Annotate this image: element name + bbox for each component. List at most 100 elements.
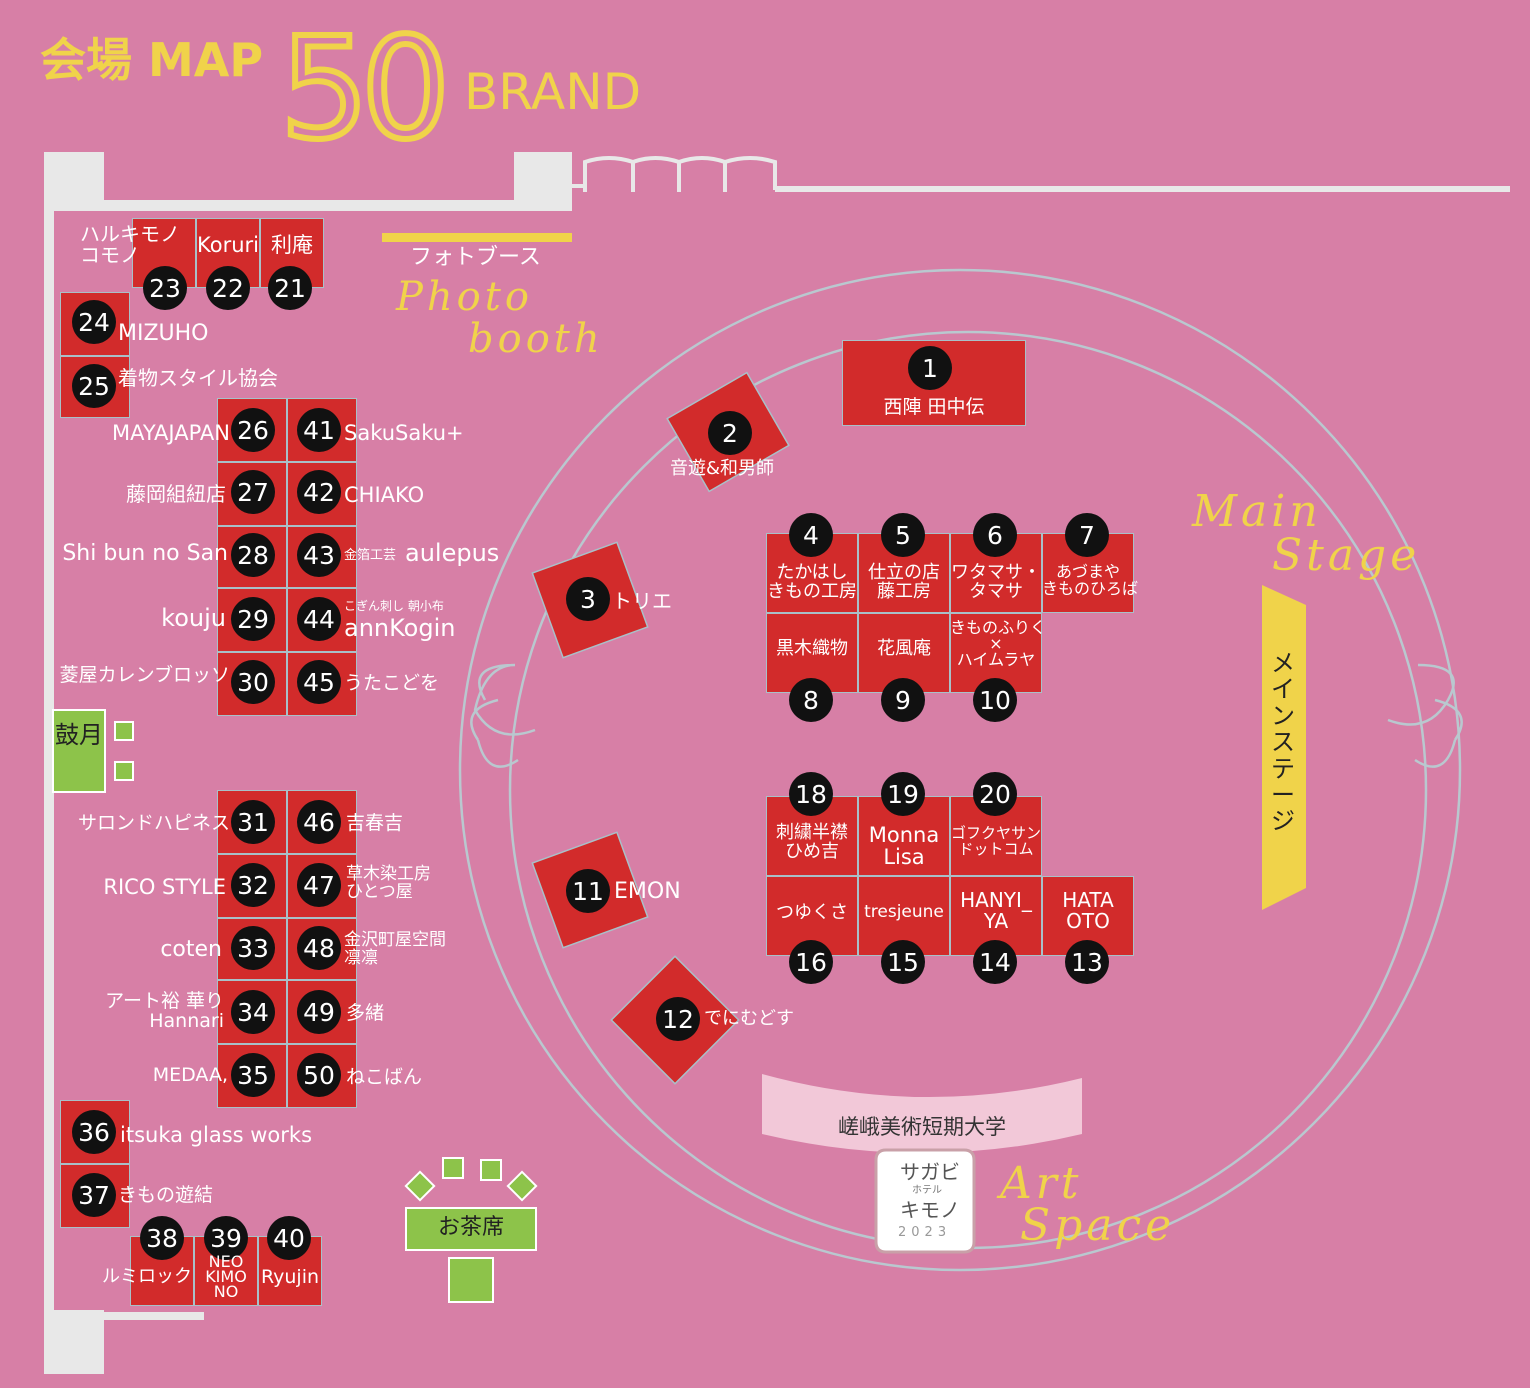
booth-5-name: 仕立の店 藤工房 xyxy=(868,562,940,602)
booth-25-name: 着物スタイル協会 xyxy=(118,366,278,390)
booth-34-number: 34 xyxy=(231,990,275,1034)
booth-4-number: 4 xyxy=(789,513,833,557)
booth-37-number: 37 xyxy=(72,1173,116,1217)
booth-21-name: 利庵 xyxy=(271,233,313,257)
main-stage-label: メインステージ xyxy=(1271,649,1295,836)
booth-40-number: 40 xyxy=(267,1216,311,1260)
booth-28-name: Shi bun no San xyxy=(62,541,228,566)
booth-49-name: 多緒 xyxy=(346,1002,385,1024)
booth-35-number: 35 xyxy=(231,1053,275,1097)
booth-20-number: 20 xyxy=(973,772,1017,816)
booth-44-number: 44 xyxy=(297,597,341,641)
booth-20-name: ゴフクヤサン ドットコム xyxy=(950,824,1041,858)
booth-1-number: 1 xyxy=(908,346,952,390)
booth-23-number: 23 xyxy=(143,266,187,310)
booth-10-name: きものふりく × ハイムラヤ xyxy=(950,618,1047,669)
booth-13-name: HATA OTO xyxy=(1062,888,1114,933)
booth-38-name: ルミロック xyxy=(102,1266,192,1287)
booth-9-number: 9 xyxy=(881,678,925,722)
main-stage xyxy=(1262,585,1306,910)
booth-31-number: 31 xyxy=(231,800,275,844)
booth-34-name: アート裕 華り Hannari xyxy=(105,990,224,1032)
booth-32-name: RICO STYLE xyxy=(103,875,226,899)
booth-38-number: 38 xyxy=(140,1216,184,1260)
event-logo xyxy=(874,1148,976,1254)
booth-31-name: サロンドハピネス xyxy=(77,812,230,834)
booth-24-number: 24 xyxy=(72,300,116,344)
booth-45-name: うたこどを xyxy=(344,672,440,694)
booth-12-name: でにむどす xyxy=(704,1008,794,1029)
booth-30-name: 菱屋カレンブロッソ xyxy=(59,664,230,686)
booth-11-number: 11 xyxy=(566,869,610,913)
booth-44-name: annKogin xyxy=(344,614,456,642)
booth-50-name: ねこばん xyxy=(346,1066,423,1088)
walls xyxy=(44,152,1510,1374)
booth-16-number: 16 xyxy=(789,940,833,984)
photo-booth-script-1: Photo xyxy=(396,274,533,320)
booth-36-number: 36 xyxy=(72,1110,116,1154)
booth-41-number: 41 xyxy=(297,408,341,452)
booth-33-name: coten xyxy=(160,937,222,962)
college-band xyxy=(762,1074,1082,1153)
booth-14-number: 14 xyxy=(973,940,1017,984)
booth-29-number: 29 xyxy=(231,597,275,641)
main-stage-script-2: Stage xyxy=(1272,530,1421,581)
art-space-script-1: Art xyxy=(1000,1158,1083,1209)
booth-12-number: 12 xyxy=(656,997,700,1041)
art-space-script-2: Space xyxy=(1020,1200,1176,1251)
booth-29-name: kouju xyxy=(161,604,226,632)
booth-10-number: 10 xyxy=(973,678,1017,722)
logo-line-2: ホテル xyxy=(912,1185,942,1196)
booth-18-number: 18 xyxy=(789,772,833,816)
booth-26-number: 26 xyxy=(231,408,275,452)
windows xyxy=(572,156,777,192)
booth-23-name: ハルキモノ コモノ xyxy=(80,222,180,267)
booth-46-number: 46 xyxy=(297,800,341,844)
booth-9-name: 花風庵 xyxy=(877,638,931,659)
booth-2-name: 音遊&和男師 xyxy=(670,458,775,479)
booth-35-name: MEDAA, xyxy=(152,1064,228,1086)
booth-39-name: NEO KIMO NO xyxy=(205,1252,247,1302)
booth-7-name: あづまや きものひろば xyxy=(1042,562,1139,598)
booth-36-name: itsuka glass works xyxy=(120,1123,313,1147)
booth-42-name: CHIAKO xyxy=(344,483,425,507)
tea-label: お茶席 xyxy=(437,1215,504,1240)
college-label: 嵯峨美術短期大学 xyxy=(838,1115,1006,1139)
booth-30[interactable] xyxy=(217,652,287,716)
booth-5-number: 5 xyxy=(881,513,925,557)
booth-6-number: 6 xyxy=(973,513,1017,557)
booth-48-name: 金沢町屋空間 凛凛 xyxy=(344,930,446,968)
booth-11-name: EMON xyxy=(614,879,681,904)
booth-41-name: SakuSaku+ xyxy=(344,421,464,445)
map-title: 会場 MAP xyxy=(40,33,264,87)
booth-3-number: 3 xyxy=(566,577,610,621)
booth-30-number: 30 xyxy=(231,660,275,704)
booth-1-name: 西陣 田中伝 xyxy=(883,396,985,418)
booth-43-subtitle: 金箔工芸 xyxy=(344,548,397,563)
booth-15-name: tresjeune xyxy=(864,902,944,922)
tsuzumi-label: 鼓月 xyxy=(55,721,103,749)
booth-2-number: 2 xyxy=(708,411,752,455)
brand-count: 50 xyxy=(277,8,453,171)
booth-24-name: MIZUHO xyxy=(118,321,209,346)
booth-19-name: Monna Lisa xyxy=(868,823,940,870)
tea-area xyxy=(52,709,538,1303)
logo-line-4: 2023 xyxy=(898,1225,952,1240)
rotated-booths xyxy=(531,371,790,1085)
booth-25-number: 25 xyxy=(72,364,116,408)
main-stage-script-1: Main xyxy=(1192,486,1322,537)
booth-28-number: 28 xyxy=(231,533,275,577)
booth-7-number: 7 xyxy=(1065,513,1109,557)
booth-4-name: たかはし きもの工房 xyxy=(767,562,857,602)
booth-43-number: 43 xyxy=(297,533,341,577)
booth-27-number: 27 xyxy=(231,470,275,514)
booth-43-name: aulepus xyxy=(405,539,500,567)
booth-47-name: 草木染工房 ひとつ屋 xyxy=(346,864,431,902)
photo-booth-label: フォトブース xyxy=(410,245,541,270)
booth-32-number: 32 xyxy=(231,863,275,907)
booth-19-number: 19 xyxy=(881,772,925,816)
booth-1[interactable] xyxy=(842,340,1026,426)
booth-15-number: 15 xyxy=(881,940,925,984)
booth-39-number: 39 xyxy=(204,1216,248,1260)
